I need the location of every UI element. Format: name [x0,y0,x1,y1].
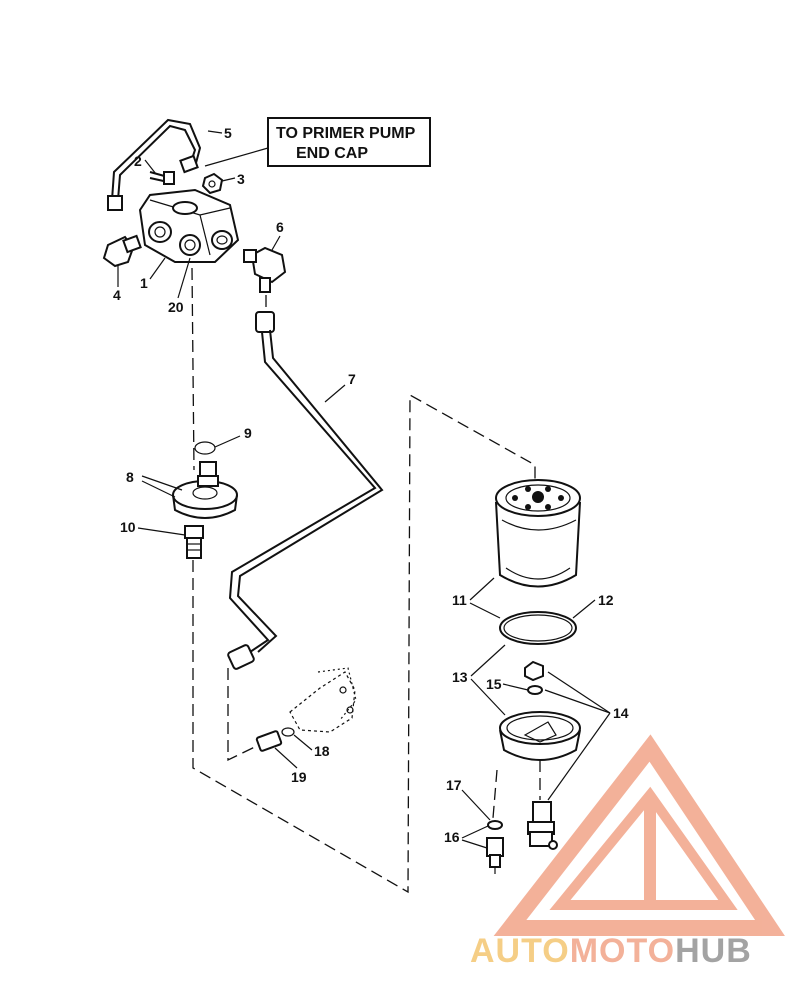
sealing-ring [499,611,577,645]
callout-5: 5 [224,125,232,141]
watermark-auto: AUTO [470,932,570,970]
callout-16: 16 [444,829,460,845]
note-line-2: END CAP [296,145,368,162]
filter-head-assembly [102,118,287,293]
callout-14: 14 [613,705,629,721]
svg-text:AUTOMOTOHUB: AUTOMOTOHUB [470,932,752,970]
callout-11: 11 [452,592,467,608]
callout-10: 10 [120,519,136,535]
callout-7: 7 [348,371,356,387]
primer-pump-note: TO PRIMER PUMP END CAP [204,117,431,167]
callout-9: 9 [244,425,252,441]
callout-4: 4 [113,287,121,303]
callout-12: 12 [598,592,614,608]
callout-1: 1 [140,275,148,291]
water-sensor-group [486,820,504,874]
watermark-moto: MOTO [570,932,675,970]
watermark-hub: HUB [675,932,752,970]
callout-2: 2 [134,153,142,169]
callout-17: 17 [446,777,462,793]
assembly-centerlines [191,267,541,894]
callout-8: 8 [126,469,134,485]
filter-cartridge [495,479,581,588]
callout-18: 18 [314,743,330,759]
callout-6: 6 [276,219,284,235]
filter-adapter-group [172,441,238,559]
fuel-line [227,311,384,670]
callout-13: 13 [452,669,468,685]
callout-20: 20 [168,299,184,315]
callout-15: 15 [486,676,502,692]
watermark-logo [493,734,785,936]
water-separator-bowl [499,660,581,850]
automotohub-watermark: AUTOMOTOHUB [470,734,785,970]
injection-pump-outline [255,667,357,752]
note-line-1: TO PRIMER PUMP [276,125,416,142]
callout-19: 19 [291,769,307,785]
callout-numbers: 5 2 3 6 4 1 20 7 9 8 10 11 12 13 15 14 1… [113,125,629,845]
callout-leaders [117,130,611,849]
callout-3: 3 [237,171,245,187]
